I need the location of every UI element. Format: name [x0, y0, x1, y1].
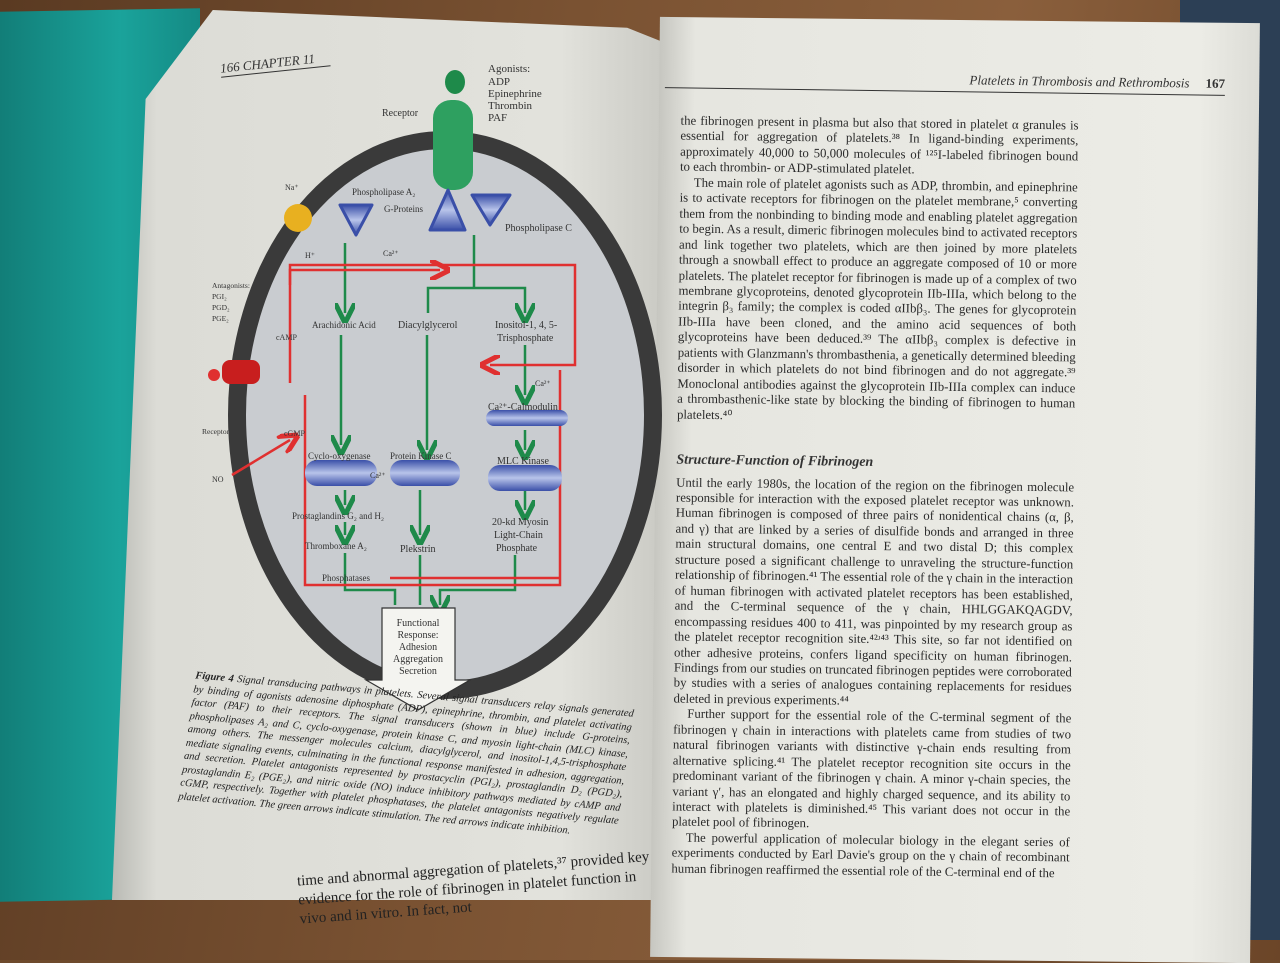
antagonist-receptor-icon — [222, 360, 260, 384]
cyclooxygenase-shape — [305, 460, 377, 486]
paragraph: The main role of platelet agonists such … — [676, 175, 1078, 422]
paragraph: Until the early 1980s, the location of t… — [673, 475, 1075, 708]
phospholipase-a2-label: Phospholipase A₂ — [352, 187, 415, 197]
paragraph: The powerful application of molecular bi… — [671, 830, 1070, 881]
agonist-icon — [445, 70, 465, 94]
protein-kinase-c-label: Protein Kinase C — [390, 451, 452, 461]
ca-label: Ca²⁺ — [383, 249, 399, 258]
response-label-2: Response: — [397, 630, 438, 641]
functional-response-arrow — [363, 607, 473, 711]
antagonist-receptor-label: Receptor — [202, 427, 230, 436]
agonist-epinephrine: Epinephrine — [488, 88, 542, 100]
cgmp-label: cGMP — [284, 429, 305, 438]
trisphosphate-label: Trisphosphate — [497, 333, 554, 344]
inositol-label: Inositol-1, 4, 5- — [495, 320, 557, 331]
arrow-no-cgmp — [231, 440, 290, 477]
phosphatases-label: Phosphatases — [322, 573, 370, 583]
arrow-camp-inhibit — [288, 263, 577, 383]
arachidonic-acid-label: Arachidonic Acid — [312, 320, 376, 330]
arrow-to-response — [343, 553, 517, 605]
diacylglycerol-label: Diacylglycerol — [398, 320, 458, 331]
arrow-ca-inhibit — [288, 270, 440, 285]
figure-label: Figure 4 — [194, 670, 235, 685]
response-label-5: Secretion — [399, 666, 437, 677]
mlc-kinase-shape — [488, 465, 562, 491]
g-protein-icon — [428, 188, 467, 232]
paragraph: Further support for the essential role o… — [671, 707, 1072, 831]
antagonists-label: Antagonists: — [212, 281, 250, 290]
phospholipase-c-label: Phospholipase C — [505, 223, 572, 234]
g-proteins-label: G-Proteins — [384, 204, 423, 214]
ca-ip3-label: Ca²⁺ — [535, 379, 551, 388]
myosin-label-2: Light-Chain — [494, 530, 543, 541]
antagonist-pgd2: PGD₂ — [212, 303, 230, 312]
camp-label: cAMP — [276, 333, 297, 342]
na-label: Na⁺ — [285, 183, 299, 192]
calmodulin-shape — [486, 410, 568, 426]
agonists-label: Agonists: — [488, 63, 530, 75]
paragraph: the fibrinogen present in plasma but als… — [679, 113, 1079, 177]
phospholipase-c-icon — [470, 193, 512, 227]
no-label: NO — [212, 475, 224, 484]
ion-exchanger-icon — [284, 204, 312, 232]
mlc-kinase-label: MLC Kinase — [497, 456, 550, 467]
calmodulin-label: Ca²⁺-Calmodulin — [488, 402, 558, 413]
running-head-title: Platelets in Thrombosis and Rethrombosis — [969, 72, 1190, 91]
pleckstrin-label: Plekstrin — [400, 544, 436, 555]
prostaglandins-label: Prostaglandins G₂ and H₂ — [292, 511, 384, 521]
thromboxane-label: Thromboxane A₂ — [305, 541, 367, 551]
myosin-label-3: Phosphate — [496, 543, 538, 554]
response-label-4: Aggregation — [393, 654, 443, 665]
ca-pkc-label: Ca²⁺ — [370, 471, 386, 480]
receptor-shape — [433, 100, 473, 190]
agonist-paf: PAF — [488, 112, 507, 124]
response-label-1: Functional — [397, 618, 440, 629]
pkc-shape — [390, 460, 460, 486]
antagonist-pgi2: PGI₂ — [212, 292, 227, 301]
h-label: H⁺ — [305, 251, 315, 260]
myosin-label-1: 20-kd Myosin — [492, 517, 548, 528]
receptor-label: Receptor — [382, 108, 419, 119]
agonist-thrombin: Thrombin — [488, 100, 532, 112]
antagonist-pge2: PGE₂ — [212, 314, 229, 323]
response-label-3: Adhesion — [399, 642, 437, 653]
cyclooxygenase-label: Cyclo-oxygenase — [308, 451, 370, 461]
arrow-plc-split — [426, 235, 525, 313]
phospholipase-a2-icon — [338, 203, 374, 237]
antagonist-ligand-icon — [208, 369, 220, 381]
right-page-body: the fibrinogen present in plasma but als… — [671, 114, 1078, 882]
agonist-adp: ADP — [488, 76, 510, 88]
page-number: 167 — [1205, 75, 1226, 91]
section-heading: Structure-Function of Fibrinogen — [676, 452, 874, 471]
